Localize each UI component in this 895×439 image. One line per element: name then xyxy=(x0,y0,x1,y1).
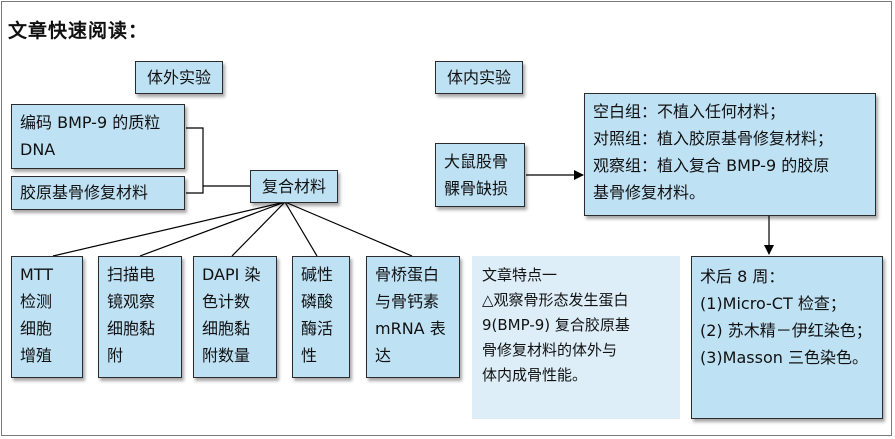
collagen-scaffold-box: 胶原基骨修复材料 xyxy=(11,176,185,210)
article-features-note: 文章特点一 △观察骨形态发生蛋白 9(BMP-9) 复合胶原基 骨修复材料的体外… xyxy=(472,256,680,419)
fan-line-2 xyxy=(139,201,286,257)
test-alp-line-3: 酶活 xyxy=(301,319,334,338)
features-line-1: △观察骨形态发生蛋白 xyxy=(482,291,629,309)
test-sem-line-1: 扫描电 xyxy=(107,265,156,284)
group-observation: 观察组：植入复合 BMP-9 的胶原 xyxy=(593,156,830,175)
test-dapi-line-1: DAPI 染 xyxy=(202,265,261,284)
test-box-mrna: 骨桥蛋白 与骨钙素 mRNA 表 达 xyxy=(366,256,460,378)
composite-material-box: 复合材料 xyxy=(250,170,338,203)
postop-title: 术后 8 周： xyxy=(700,267,785,286)
bracket-connector xyxy=(186,127,204,194)
model-line-2: 髁骨缺损 xyxy=(444,179,509,198)
features-line-2: 9(BMP-9) 复合胶原基 xyxy=(482,316,630,334)
features-line-4: 体内成骨性能。 xyxy=(482,366,588,384)
test-mtt-line-4: 增殖 xyxy=(20,346,53,365)
test-dapi-line-2: 色计数 xyxy=(202,292,251,311)
test-mtt-line-3: 细胞 xyxy=(20,319,53,338)
model-line-1: 大鼠股骨 xyxy=(444,152,509,171)
group-observation-cont: 基骨修复材料。 xyxy=(593,183,706,202)
fan-line-5 xyxy=(284,201,413,257)
test-alp-line-4: 性 xyxy=(301,346,318,365)
test-box-dapi: DAPI 染 色计数 细胞黏 附数量 xyxy=(193,256,277,378)
test-sem-line-4: 附 xyxy=(107,346,124,365)
postop-item-1: (1)Micro-CT 检查； xyxy=(700,294,846,313)
test-mrna-line-1: 骨桥蛋白 xyxy=(375,265,440,284)
in-vivo-label: 体内实验 xyxy=(435,61,523,94)
postop-item-3: (3)Masson 三色染色。 xyxy=(700,348,868,367)
test-mrna-line-4: 达 xyxy=(375,346,392,365)
test-mrna-line-2: 与骨钙素 xyxy=(375,292,440,311)
plasmid-line-2: DNA xyxy=(20,140,56,159)
test-box-alp: 碱性 磷酸 酶活 性 xyxy=(292,256,350,378)
fan-line-4 xyxy=(284,201,318,257)
test-dapi-line-3: 细胞黏 xyxy=(202,319,251,338)
fan-line-3 xyxy=(231,201,286,257)
fan-line-1 xyxy=(52,201,286,257)
postop-item-2: (2) 苏木精－伊红染色； xyxy=(700,321,872,340)
features-title: 文章特点一 xyxy=(482,266,558,284)
test-mtt-line-1: MTT xyxy=(20,265,54,284)
test-box-mtt: MTT 检测 细胞 增殖 xyxy=(11,256,83,378)
test-mtt-line-2: 检测 xyxy=(20,292,53,311)
test-sem-line-3: 细胞黏 xyxy=(107,319,156,338)
groups-box: 空白组：不植入任何材料； 对照组：植入胶原基骨修复材料； 观察组：植入复合 BM… xyxy=(584,93,876,216)
test-mrna-line-3: mRNA 表 xyxy=(375,319,446,338)
group-control: 对照组：植入胶原基骨修复材料； xyxy=(593,129,834,148)
test-sem-line-2: 镜观察 xyxy=(107,292,156,311)
plasmid-line-1: 编码 BMP-9 的质粒 xyxy=(20,113,161,132)
group-blank: 空白组：不植入任何材料； xyxy=(593,102,786,121)
test-alp-line-1: 碱性 xyxy=(301,265,334,284)
in-vitro-label: 体外实验 xyxy=(135,61,223,94)
test-box-sem: 扫描电 镜观察 细胞黏 附 xyxy=(98,256,182,378)
postop-box: 术后 8 周： (1)Micro-CT 检查； (2) 苏木精－伊红染色； (3… xyxy=(691,256,883,419)
plasmid-dna-box: 编码 BMP-9 的质粒 DNA xyxy=(11,104,185,169)
features-line-3: 骨修复材料的体外与 xyxy=(482,341,618,359)
test-alp-line-2: 磷酸 xyxy=(301,292,334,311)
bone-defect-model-box: 大鼠股骨 髁骨缺损 xyxy=(435,143,525,207)
page-title: 文章快速阅读： xyxy=(8,20,149,42)
test-dapi-line-4: 附数量 xyxy=(202,346,251,365)
